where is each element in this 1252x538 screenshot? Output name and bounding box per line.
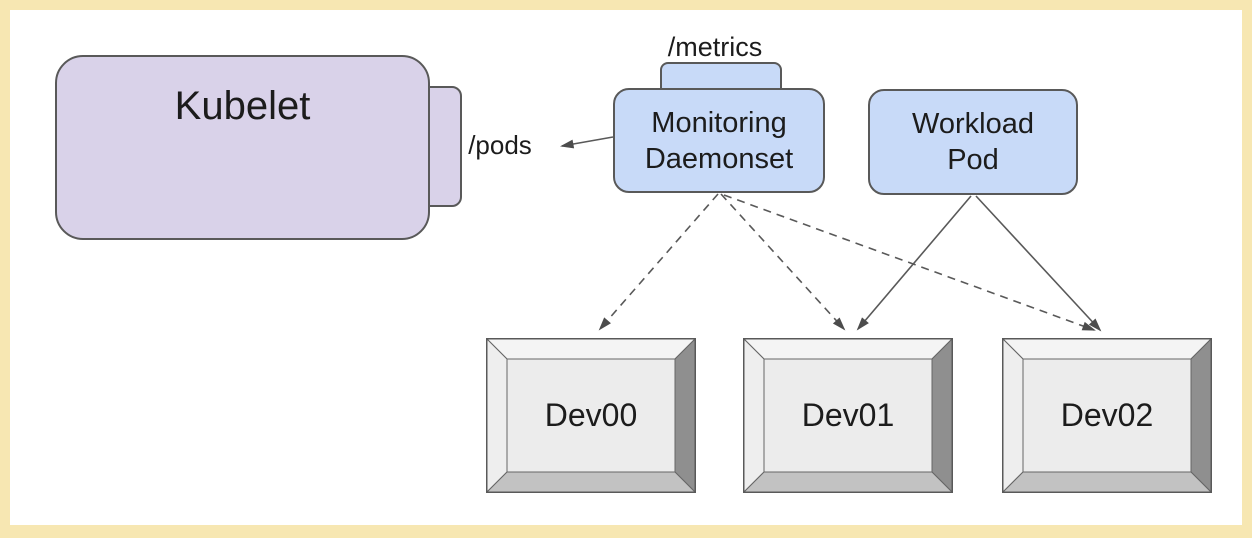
- edge-monitoring-to-dev02: [723, 194, 1096, 331]
- pods-endpoint-label: /pods: [468, 130, 532, 160]
- device-bevel-shape: [486, 338, 696, 493]
- monitoring-daemonset-label-line2: Daemonset: [644, 142, 794, 175]
- workload-pod-label-line1: Workload: [912, 108, 1034, 140]
- monitoring-daemonset-label-line1: Monitoring: [651, 106, 787, 139]
- device-label: Dev02: [1060, 397, 1154, 433]
- edge-workload-to-dev02: [975, 195, 1102, 332]
- device-node-dev02: Dev02: [1002, 338, 1212, 493]
- edge-workload-to-dev01: [856, 195, 972, 331]
- edge-monitoring-to-kubelet-pods: [560, 136, 614, 149]
- kubelet-node: Kubelet: [55, 55, 430, 240]
- device-node-dev01: Dev01: [743, 338, 953, 493]
- metrics-endpoint-label: /metrics: [667, 32, 763, 62]
- device-node-dev00: Dev00: [486, 338, 696, 493]
- device-bevel-shape: [1002, 338, 1212, 493]
- device-label: Dev01: [801, 397, 895, 433]
- edge-monitoring-to-dev01: [720, 193, 846, 331]
- kubelet-label: Kubelet: [174, 84, 311, 128]
- device-bevel-shape: [743, 338, 953, 493]
- workload-pod-label-line2: Pod: [947, 144, 999, 176]
- edge-monitoring-to-dev00: [598, 193, 719, 331]
- device-label: Dev00: [544, 397, 638, 433]
- monitoring-daemonset-node: Monitoring Daemonset: [613, 88, 825, 193]
- workload-pod-node: Workload Pod: [868, 89, 1078, 195]
